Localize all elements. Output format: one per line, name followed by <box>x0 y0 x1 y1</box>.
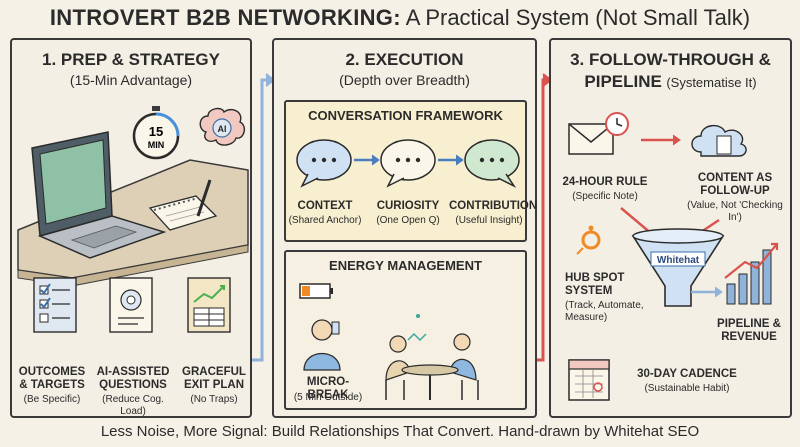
speech-bubbles <box>296 139 520 188</box>
exit-plan-chart-icon <box>187 277 231 333</box>
follow-through-illustration: Whitehat <box>568 112 779 401</box>
title-bold: INTROVERT B2B NETWORKING: <box>49 5 401 30</box>
micro-break-sub: (5 Min Outside) <box>293 392 363 403</box>
ai-questions-label: AI-ASSISTED QUESTIONS <box>96 366 170 391</box>
execution-subheading: (Depth over Breadth) <box>339 72 470 88</box>
follow-heading-line1: 3. FOLLOW-THROUGH & <box>570 50 771 69</box>
cadence-sub: (Sustainable Habit) <box>644 383 730 394</box>
conversation-framework-box: CONVERSATION FRAMEWORK CONTEXT <box>284 100 538 242</box>
prep-subheading: (15-Min Advantage) <box>69 72 193 88</box>
follow-through-panel: 3. FOLLOW-THROUGH & PIPELINE (Systematis… <box>549 38 792 418</box>
prep-strategy-panel: 1. PREP & STRATEGY (15-Min Advantage) 15… <box>10 38 252 418</box>
checklist-icon <box>33 277 77 333</box>
exit-plan-sub: (No Traps) <box>190 394 238 405</box>
title-rest: A Practical System (Not Small Talk) <box>405 5 751 30</box>
stopwatch-icon: 15 MIN <box>132 106 180 160</box>
energy-scene-illustration <box>299 283 479 400</box>
follow-heading-line2-row: PIPELINE (Systematise It) <box>551 72 790 93</box>
execution-heading: 2. EXECUTION <box>345 50 464 69</box>
laptop-icon <box>31 131 167 259</box>
context-label: CONTEXT <box>297 200 353 212</box>
envelope-clock-icon <box>568 112 629 155</box>
micro-break-label: MICRO-BREAK <box>306 376 350 401</box>
notebook-icon <box>148 179 218 231</box>
energy-management-box: ENERGY MANAGEMENT <box>284 250 527 410</box>
calendar-icon <box>568 359 610 401</box>
desk-scene-illustration <box>17 131 249 287</box>
arrow-execution-to-follow <box>537 78 549 362</box>
ai-questions-sub: (Reduce Cog. Load) <box>102 394 164 417</box>
outcomes-label: OUTCOMES & TARGETS <box>18 366 86 391</box>
prep-heading: 1. PREP & STRATEGY <box>42 50 220 69</box>
brain-label: AI <box>218 124 227 134</box>
context-sub: (Shared Anchor) <box>288 215 362 226</box>
contribution-sub: (Useful Insight) <box>455 215 523 226</box>
follow-heading-line2: PIPELINE <box>584 72 662 91</box>
stopwatch-unit: MIN <box>148 140 165 150</box>
exit-plan-label: GRACEFUL EXIT PLAN <box>182 366 246 391</box>
24-hour-rule-sub: (Specific Note) <box>572 191 638 202</box>
person-drinking-icon <box>303 319 341 371</box>
content-followup-sub: (Value, Not 'Checking In') <box>687 200 783 223</box>
hubspot-sub: (Track, Automate, Measure) <box>565 300 644 323</box>
speech-bubble-curiosity-icon <box>380 139 436 188</box>
execution-panel: 2. EXECUTION (Depth over Breadth) CONVER… <box>272 38 537 418</box>
arrow-prep-to-execution <box>252 78 272 362</box>
pipeline-revenue-label: PIPELINE & REVENUE <box>717 318 781 343</box>
low-battery-icon <box>299 283 333 299</box>
revenue-chart-icon <box>724 242 779 305</box>
cloud-document-icon <box>691 125 747 157</box>
stopwatch-value: 15 <box>149 124 163 139</box>
sales-funnel-icon: Whitehat <box>631 228 725 307</box>
infographic-title: INTROVERT B2B NETWORKING: A Practical Sy… <box>0 2 800 34</box>
speech-bubble-contribution-icon <box>464 139 520 188</box>
ai-document-icon <box>109 277 153 333</box>
outcomes-sub: (Be Specific) <box>23 394 81 405</box>
framework-title: CONVERSATION FRAMEWORK <box>308 108 503 123</box>
cadence-label: 30-DAY CADENCE <box>637 368 737 380</box>
funnel-brand-label: Whitehat <box>657 255 700 266</box>
hubspot-label: HUB SPOT SYSTEM <box>565 272 625 297</box>
24-hour-rule-label: 24-HOUR RULE <box>562 176 648 188</box>
meeting-table-icon <box>385 314 479 400</box>
contribution-label: CONTRIBUTION <box>449 200 538 212</box>
curiosity-label: CURIOSITY <box>376 200 440 212</box>
content-followup-label: CONTENT AS FOLLOW-UP <box>697 172 773 197</box>
speech-bubble-context-icon <box>296 139 352 188</box>
energy-title: ENERGY MANAGEMENT <box>329 258 482 273</box>
footer-tagline: Less Noise, More Signal: Build Relations… <box>100 423 700 440</box>
curiosity-sub: (One Open Q) <box>376 215 440 226</box>
ai-brain-icon: AI <box>199 107 246 146</box>
hubspot-icon <box>576 225 601 255</box>
follow-heading-note: (Systematise It) <box>666 75 757 90</box>
